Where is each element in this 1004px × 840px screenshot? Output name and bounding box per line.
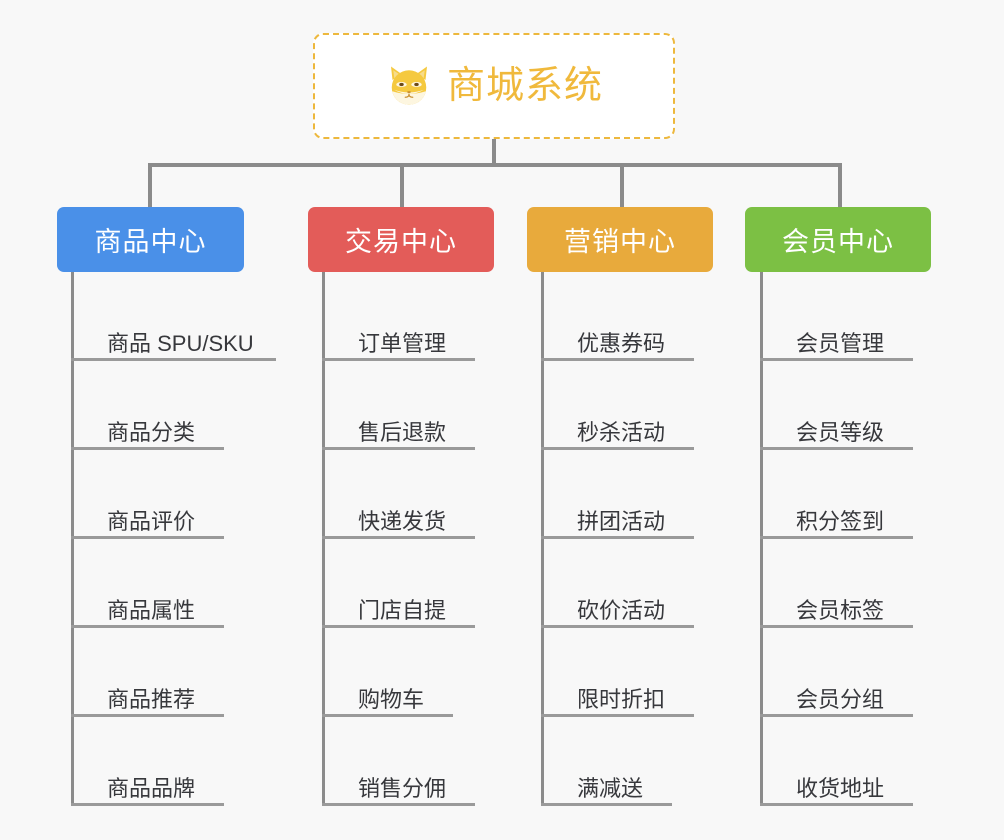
leaf-underline bbox=[541, 803, 672, 806]
leaf-item[interactable]: 限时折扣 bbox=[541, 628, 694, 717]
leaf-item-label: 会员分组 bbox=[796, 686, 885, 712]
connector-drop-3 bbox=[620, 163, 624, 209]
leaf-item[interactable]: 秒杀活动 bbox=[541, 361, 694, 450]
leaf-item[interactable]: 售后退款 bbox=[322, 361, 475, 450]
leaf-underline bbox=[71, 714, 224, 717]
leaf-underline bbox=[541, 536, 694, 539]
leaf-item-label: 商品 SPU/SKU bbox=[107, 330, 254, 356]
leaf-underline bbox=[322, 447, 475, 450]
leaf-item[interactable]: 积分签到 bbox=[760, 450, 913, 539]
category-box-marketing-center[interactable]: 营销中心 bbox=[527, 207, 713, 272]
leaf-underline bbox=[541, 358, 694, 361]
shiba-dog-icon bbox=[385, 62, 433, 110]
leaf-underline bbox=[760, 536, 913, 539]
leaf-spine bbox=[71, 272, 74, 806]
leaf-underline bbox=[760, 625, 913, 628]
leaf-item-label: 订单管理 bbox=[358, 330, 447, 356]
leaf-item[interactable]: 销售分佣 bbox=[322, 717, 475, 806]
leaf-column-trade-center: 订单管理 售后退款 快递发货 门店自提 购物车 销售分佣 bbox=[322, 272, 475, 806]
leaf-item-label: 会员管理 bbox=[796, 330, 885, 356]
leaf-item-label: 销售分佣 bbox=[358, 775, 447, 801]
category-box-member-center[interactable]: 会员中心 bbox=[745, 207, 931, 272]
category-label: 会员中心 bbox=[782, 227, 894, 257]
leaf-item-label: 商品推荐 bbox=[107, 686, 196, 712]
leaf-item[interactable]: 会员管理 bbox=[760, 272, 913, 361]
leaf-item[interactable]: 砍价活动 bbox=[541, 539, 694, 628]
category-box-product-center[interactable]: 商品中心 bbox=[57, 207, 244, 272]
category-label: 营销中心 bbox=[564, 227, 676, 257]
leaf-item-label: 商品分类 bbox=[107, 419, 196, 445]
leaf-item[interactable]: 订单管理 bbox=[322, 272, 475, 361]
leaf-underline bbox=[71, 447, 224, 450]
leaf-item-label: 砍价活动 bbox=[577, 597, 666, 623]
leaf-underline bbox=[71, 625, 224, 628]
leaf-item[interactable]: 商品推荐 bbox=[71, 628, 254, 717]
connector-drop-2 bbox=[400, 163, 404, 209]
leaf-item-label: 收货地址 bbox=[796, 775, 885, 801]
leaf-column-product-center: 商品 SPU/SKU 商品分类 商品评价 商品属性 商品推荐 商品品牌 bbox=[71, 272, 276, 806]
root-node-shop-system[interactable]: 商城系统 bbox=[313, 33, 675, 139]
category-box-trade-center[interactable]: 交易中心 bbox=[308, 207, 494, 272]
leaf-underline bbox=[760, 447, 913, 450]
leaf-item[interactable]: 商品 SPU/SKU bbox=[71, 272, 276, 361]
leaf-underline bbox=[760, 714, 913, 717]
root-node-title: 商城系统 bbox=[446, 65, 603, 107]
leaf-item[interactable]: 快递发货 bbox=[322, 450, 475, 539]
leaf-spine bbox=[322, 272, 325, 806]
leaf-item[interactable]: 会员等级 bbox=[760, 361, 913, 450]
leaf-item[interactable]: 会员标签 bbox=[760, 539, 913, 628]
leaf-underline bbox=[541, 625, 694, 628]
leaf-item-label: 积分签到 bbox=[796, 508, 885, 534]
connector-drop-4 bbox=[838, 163, 842, 209]
leaf-item[interactable]: 商品品牌 bbox=[71, 717, 254, 806]
leaf-underline bbox=[322, 625, 475, 628]
leaf-item[interactable]: 商品分类 bbox=[71, 361, 254, 450]
leaf-item[interactable]: 收货地址 bbox=[760, 717, 913, 806]
leaf-underline bbox=[322, 536, 475, 539]
leaf-item-label: 优惠券码 bbox=[577, 330, 666, 356]
leaf-underline bbox=[760, 358, 913, 361]
leaf-item-label: 满减送 bbox=[577, 775, 644, 801]
leaf-item[interactable]: 拼团活动 bbox=[541, 450, 694, 539]
category-label: 交易中心 bbox=[345, 227, 457, 257]
leaf-spine bbox=[760, 272, 763, 806]
leaf-item-label: 购物车 bbox=[358, 686, 425, 712]
category-label: 商品中心 bbox=[94, 227, 207, 257]
leaf-item[interactable]: 购物车 bbox=[322, 628, 453, 717]
leaf-item[interactable]: 会员分组 bbox=[760, 628, 913, 717]
leaf-item[interactable]: 商品评价 bbox=[71, 450, 254, 539]
leaf-underline bbox=[322, 714, 453, 717]
leaf-spine bbox=[541, 272, 544, 806]
connector-drop-1 bbox=[148, 163, 152, 209]
leaf-item-label: 会员标签 bbox=[796, 597, 885, 623]
leaf-underline bbox=[760, 803, 913, 806]
leaf-item[interactable]: 满减送 bbox=[541, 717, 672, 806]
leaf-underline bbox=[71, 358, 276, 361]
leaf-item[interactable]: 商品属性 bbox=[71, 539, 254, 628]
leaf-item-label: 拼团活动 bbox=[577, 508, 666, 534]
connector-root-stem bbox=[492, 139, 496, 165]
leaf-underline bbox=[322, 358, 475, 361]
leaf-item[interactable]: 门店自提 bbox=[322, 539, 475, 628]
connector-horizontal-bus bbox=[148, 163, 842, 167]
leaf-item-label: 限时折扣 bbox=[577, 686, 666, 712]
leaf-underline bbox=[71, 803, 224, 806]
leaf-item-label: 售后退款 bbox=[358, 419, 447, 445]
leaf-item[interactable]: 优惠券码 bbox=[541, 272, 694, 361]
leaf-item-label: 秒杀活动 bbox=[577, 419, 666, 445]
leaf-underline bbox=[71, 536, 224, 539]
leaf-item-label: 商品品牌 bbox=[107, 775, 196, 801]
leaf-underline bbox=[541, 447, 694, 450]
leaf-column-member-center: 会员管理 会员等级 积分签到 会员标签 会员分组 收货地址 bbox=[760, 272, 913, 806]
leaf-item-label: 商品评价 bbox=[107, 508, 196, 534]
leaf-underline bbox=[322, 803, 475, 806]
leaf-column-marketing-center: 优惠券码 秒杀活动 拼团活动 砍价活动 限时折扣 满减送 bbox=[541, 272, 694, 806]
leaf-item-label: 会员等级 bbox=[796, 419, 885, 445]
leaf-item-label: 快递发货 bbox=[358, 508, 447, 534]
leaf-item-label: 商品属性 bbox=[107, 597, 196, 623]
leaf-underline bbox=[541, 714, 694, 717]
leaf-item-label: 门店自提 bbox=[358, 597, 447, 623]
